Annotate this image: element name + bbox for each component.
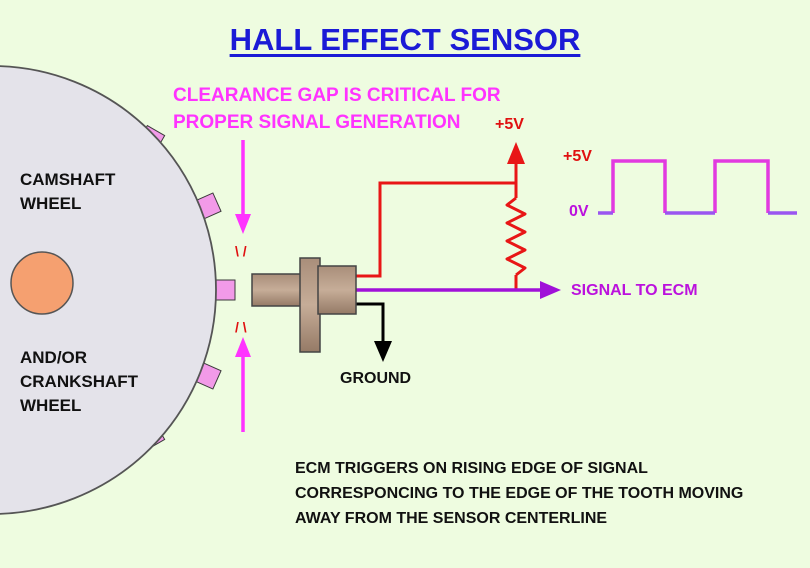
- trigger-note: ECM TRIGGERS ON RISING EDGE OF SIGNAL CO…: [295, 456, 743, 531]
- clearance-arrows: [235, 140, 251, 432]
- wiring: [355, 142, 561, 362]
- clearance-note-line-1: CLEARANCE GAP IS CRITICAL FOR: [173, 85, 501, 106]
- wheel-label-line: CAMSHAFT: [20, 170, 116, 189]
- supply-arrow: [507, 142, 525, 164]
- wheel-label-line: WHEEL: [20, 396, 82, 415]
- wheel-label-line: CRANKSHAFT: [20, 372, 139, 391]
- wheel-label-line: WHEEL: [20, 194, 82, 213]
- signal-waveform: [598, 159, 797, 215]
- wheel-hub: [10, 251, 74, 315]
- supply-voltage-label: +5V: [495, 116, 524, 133]
- pullup-resistor: [505, 196, 527, 277]
- camshaft-wheel-label: CAMSHAFT WHEEL: [20, 168, 115, 216]
- signal-to-ecm-label: SIGNAL TO ECM: [571, 282, 698, 299]
- diagram-title: HALL EFFECT SENSOR: [229, 22, 581, 57]
- waveform-high-label: +5V: [563, 148, 592, 165]
- ground-label: GROUND: [340, 370, 412, 387]
- reluctor-wheel: [0, 65, 236, 515]
- trigger-note-line: AWAY FROM THE SENSOR CENTERLINE: [295, 510, 608, 527]
- waveform-low-label: 0V: [569, 203, 589, 220]
- signal-arrow: [540, 281, 561, 299]
- hall-sensor: [251, 257, 357, 353]
- wheel-disc: [0, 65, 217, 515]
- gap-mark-lower: / \: [235, 319, 247, 335]
- wheel-label-line: AND/OR: [20, 348, 88, 367]
- trigger-note-line: ECM TRIGGERS ON RISING EDGE OF SIGNAL: [295, 460, 648, 477]
- clearance-note-line-2: PROPER SIGNAL GENERATION: [173, 112, 461, 133]
- clearance-gap-note: CLEARANCE GAP IS CRITICAL FOR PROPER SIG…: [173, 82, 501, 136]
- trigger-note-line: CORRESPONCING TO THE EDGE OF THE TOOTH M…: [295, 485, 744, 502]
- gap-mark-upper: \ /: [235, 243, 247, 259]
- ground-arrow: [374, 341, 392, 362]
- crankshaft-wheel-label: AND/OR CRANKSHAFT WHEEL: [20, 346, 138, 418]
